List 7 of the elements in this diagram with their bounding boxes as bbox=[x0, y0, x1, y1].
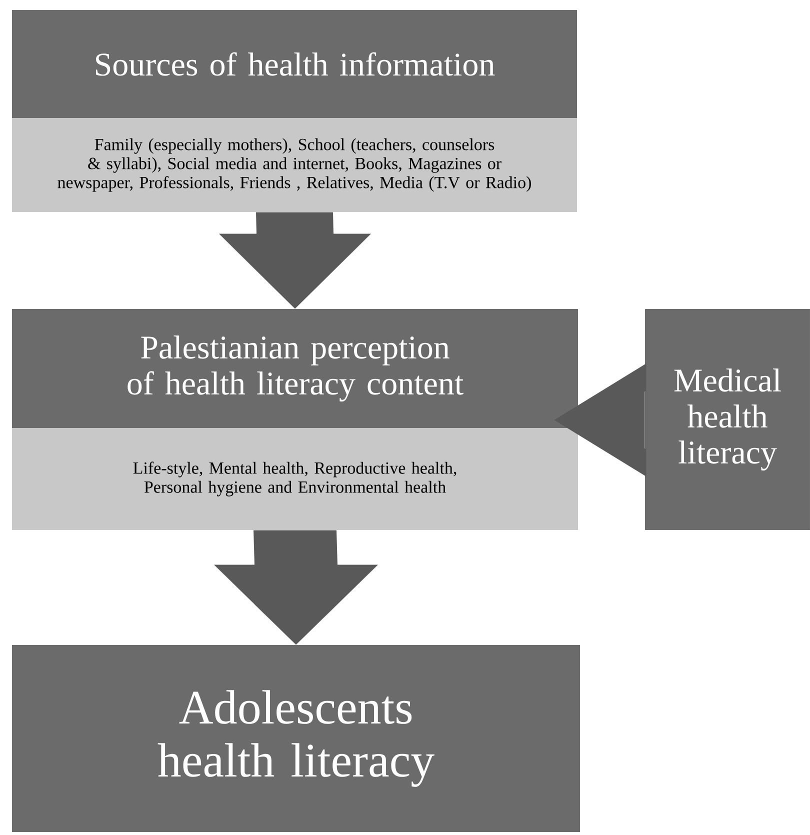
callout-box: Medical health literacy bbox=[645, 309, 810, 530]
process-box: Adolescents health literacy bbox=[12, 645, 580, 832]
block-arrow bbox=[219, 212, 371, 309]
process-box: Sources of health information Family (especially mothers), School (teachers, counselors & syllabi), Social media and internet, Books, Magazines or newspaper, Professionals, Friends , Relatives, Media (T.V or Radio) bbox=[12, 10, 577, 212]
block-arrow bbox=[214, 530, 378, 645]
block-arrow bbox=[554, 364, 646, 476]
process-box: Palestianian perception of health literacy content Life-style, Mental health, Reproductive health, Personal hygiene and Environmental health bbox=[12, 309, 578, 530]
